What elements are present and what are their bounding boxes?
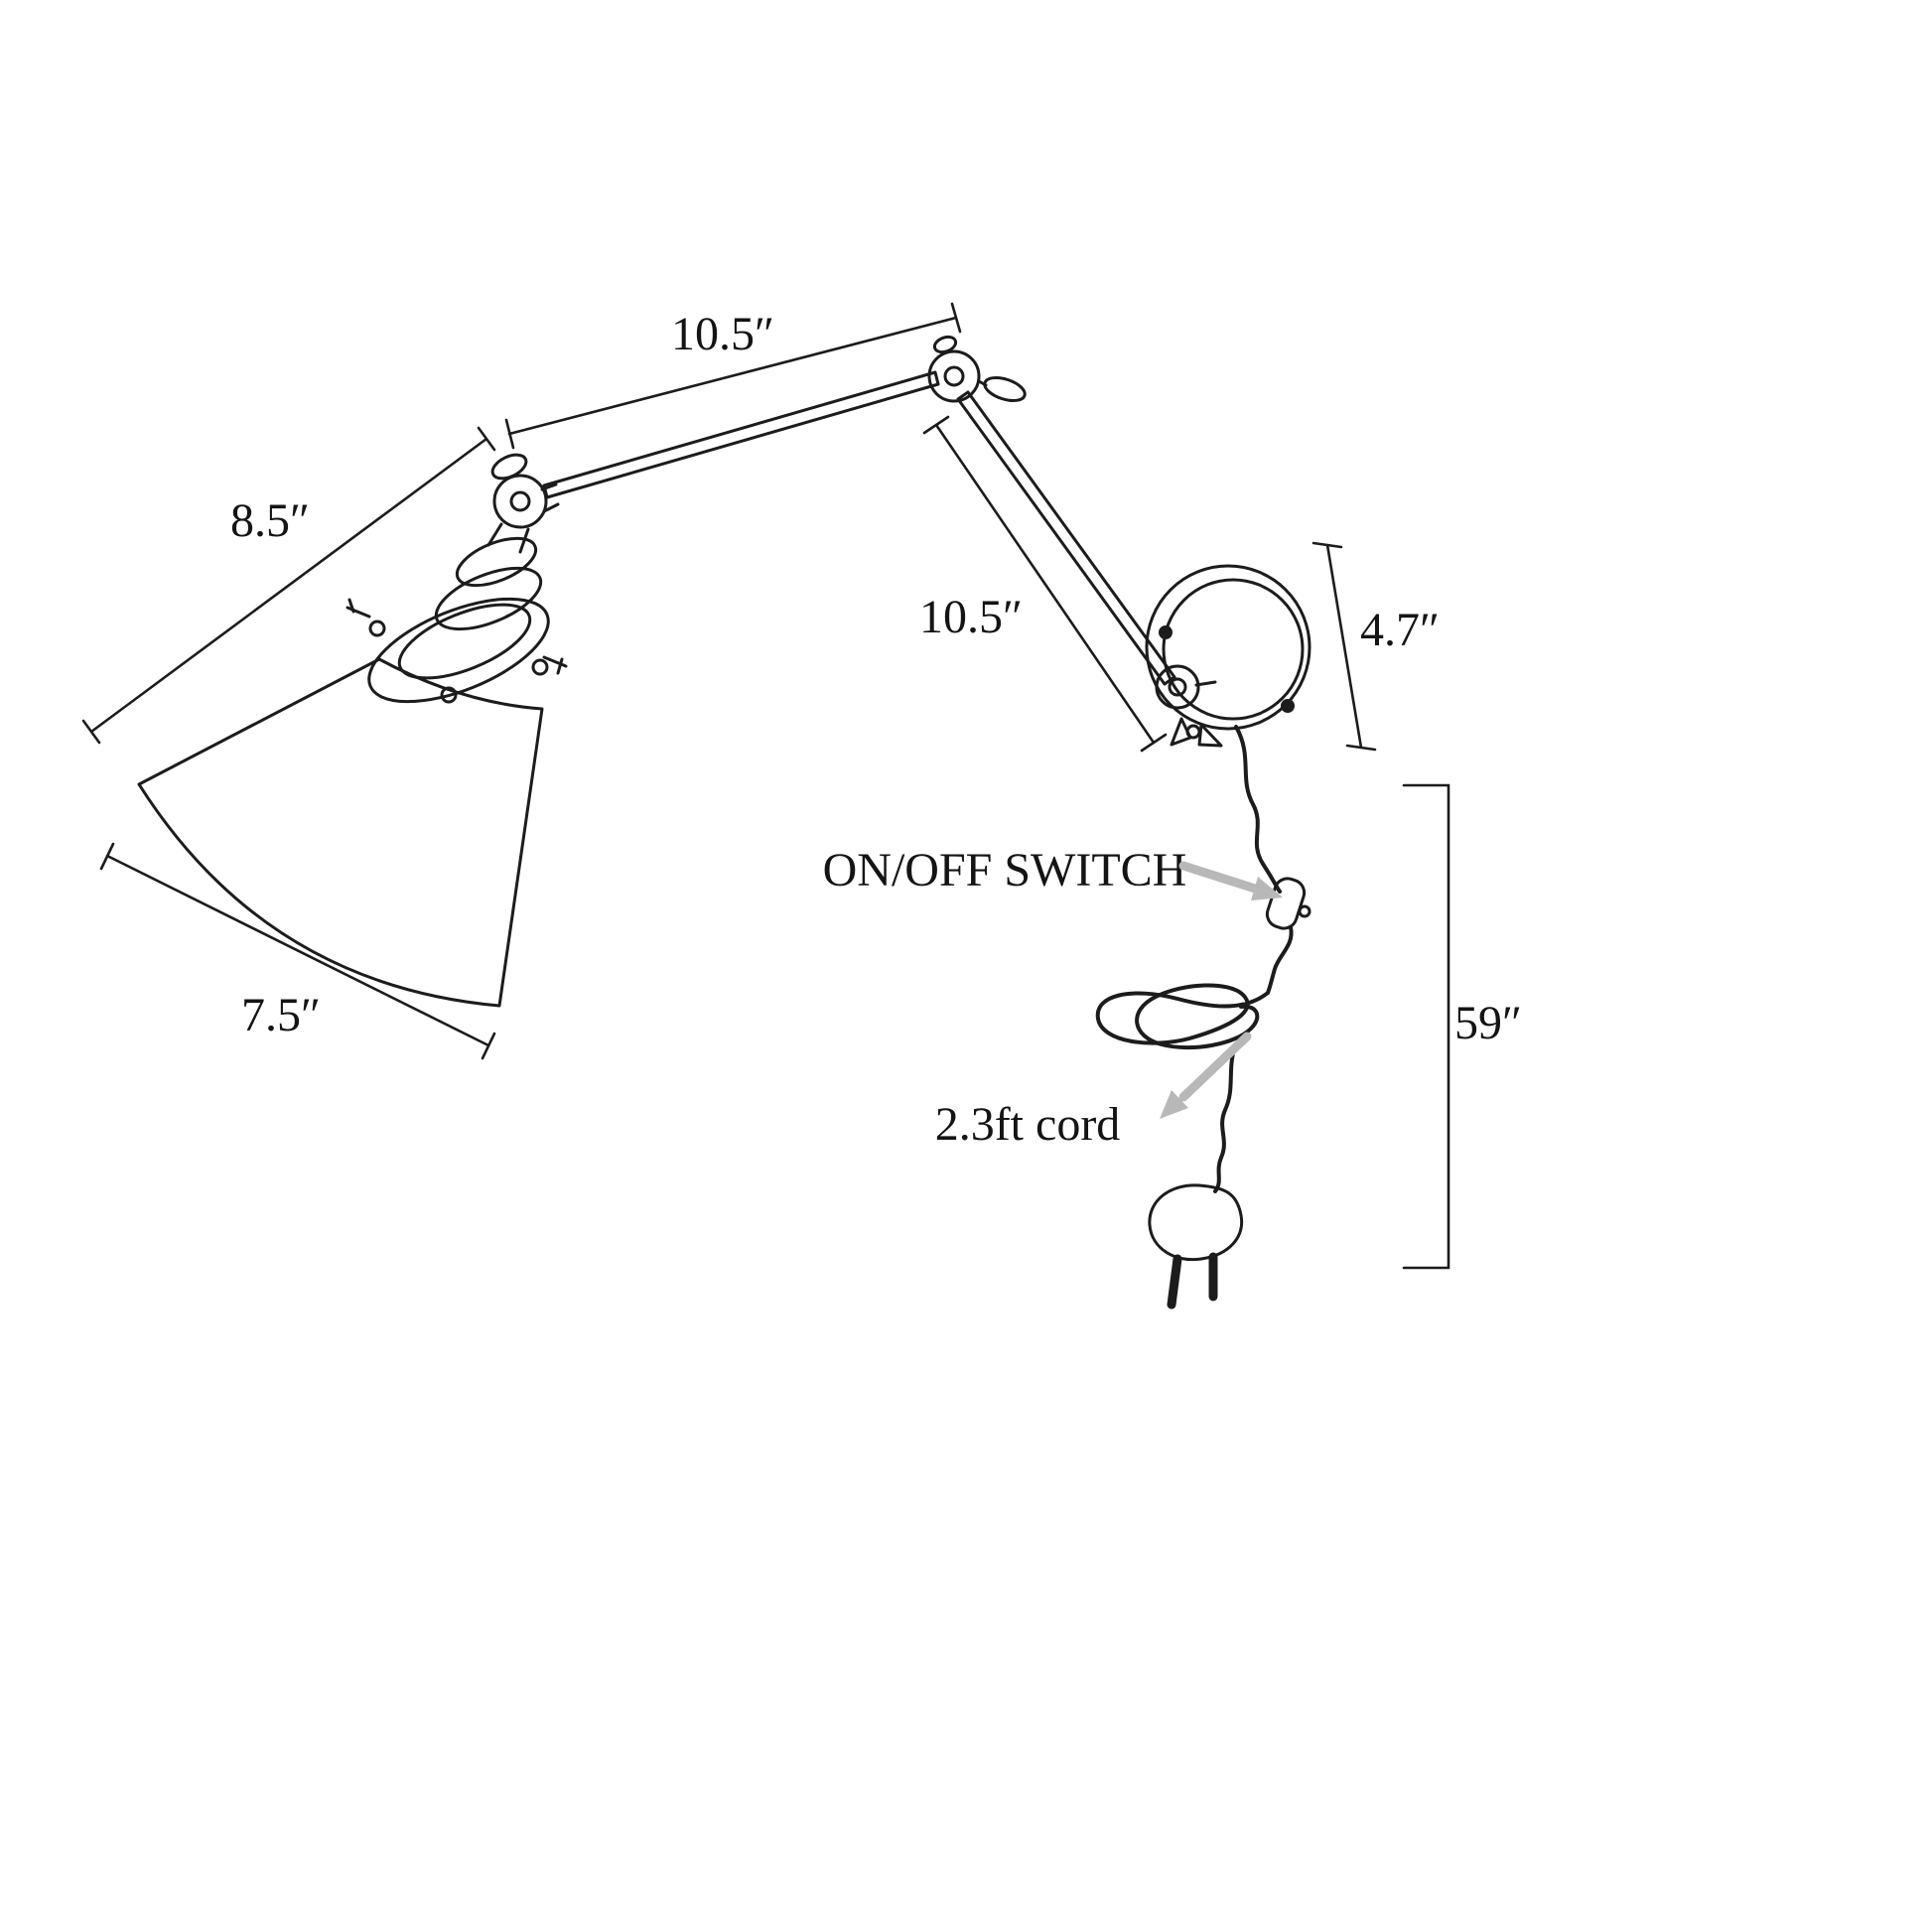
fitter-side-bolt-left [345,598,371,619]
fitter-screw-right [531,658,549,676]
elbow-joint-pin [943,365,965,387]
cord-callout-label: 2.3ft cord [935,1098,1121,1151]
shade-swivel-joint [490,453,560,529]
socket-body [434,566,543,631]
dimension-shade-width-line [99,842,496,1060]
dimension-shade-side-label: 8.5″ [230,494,310,547]
dimension-shade-side-line [81,426,496,745]
plug-body [1148,1183,1244,1262]
bracket-joint-outer [1155,664,1200,710]
dimension-shade-width: 7.5″ [99,842,496,1060]
cord-upper-section [1234,725,1282,894]
dimension-wall-plate-line [1311,541,1377,752]
elbow-joint-outer [927,349,981,403]
lamp-shade [137,657,544,1008]
dimension-shade-side: 8.5″ [81,426,496,745]
socket-cap [455,536,538,588]
cord-callout-arrow-line [1178,1032,1252,1102]
upper-arm [542,370,940,499]
bracket-wing-nut [1170,717,1223,748]
wall-plate-screw-right [1281,699,1295,713]
dimension-shade-width-label: 7.5″ [241,989,321,1041]
dimension-cord-drop: 59″ [1402,783,1522,1270]
elbow-wing-screw-stem [977,379,988,387]
cord-coil [1095,983,1270,1050]
wall-plate-screw-left [1159,625,1173,639]
lamp-socket [434,522,543,631]
dimension-upper-arm-line [504,302,962,450]
elbow-joint-cap [932,335,958,354]
wall-bracket-joint [1155,664,1223,748]
fitter-screw-left [368,620,386,637]
dimension-wall-plate-label: 4.7″ [1360,604,1440,656]
dimension-lower-arm-line [922,415,1168,753]
dimension-lower-arm-label: 10.5″ [919,591,1023,643]
switch-callout-label: ON/OFF SWITCH [823,844,1187,897]
switch-callout-arrow-line [1178,861,1260,894]
power-cord [1095,725,1294,1193]
fitter-ring-outer [367,597,550,704]
fitter-screw-bottom [440,686,458,704]
inline-switch [1265,877,1311,930]
wall-plate-inner [1162,578,1305,721]
power-plug [1148,1183,1244,1310]
bracket-wing-nut-pin [1185,724,1201,740]
lower-arm [956,390,1176,686]
fitter-ring-inner [397,603,532,680]
dimension-cord-drop-label: 59″ [1454,997,1522,1049]
bracket-joint-bolt [1194,680,1217,687]
swivel-joint-pin [509,490,531,512]
dimension-wall-plate: 4.7″ [1311,541,1440,752]
swivel-joint-cap [490,453,528,481]
bracket-joint-pin [1168,677,1187,697]
cord-callout-arrowhead [1160,1090,1188,1119]
plug-prong-left [1167,1254,1182,1310]
socket-neck [486,522,530,554]
switch-knob [1298,904,1311,918]
dimension-upper-arm: 10.5″ [504,302,962,450]
wall-plate-outer [1145,564,1311,731]
wall-plate [1145,564,1311,731]
fitter-side-bolt-right [542,655,568,675]
swivel-joint-outer [492,474,548,529]
upper-arm-tube [542,370,940,499]
switch-callout-arrowhead [1251,877,1283,900]
cord-callout: 2.3ft cord [935,1032,1252,1151]
lower-arm-tube [956,390,1176,686]
dimension-cord-drop-line [1402,783,1450,1270]
shade-outline [137,657,544,1008]
dimension-lower-arm: 10.5″ [919,415,1168,753]
cord-lower-section [1213,1042,1237,1193]
dimension-upper-arm-label: 10.5″ [671,308,774,360]
elbow-wing-screw [983,375,1027,403]
switch-body [1265,877,1307,930]
shade-fitter [345,597,568,704]
elbow-joint [927,335,1027,403]
switch-callout: ON/OFF SWITCH [823,844,1283,900]
cord-mid-section [1266,925,1294,995]
